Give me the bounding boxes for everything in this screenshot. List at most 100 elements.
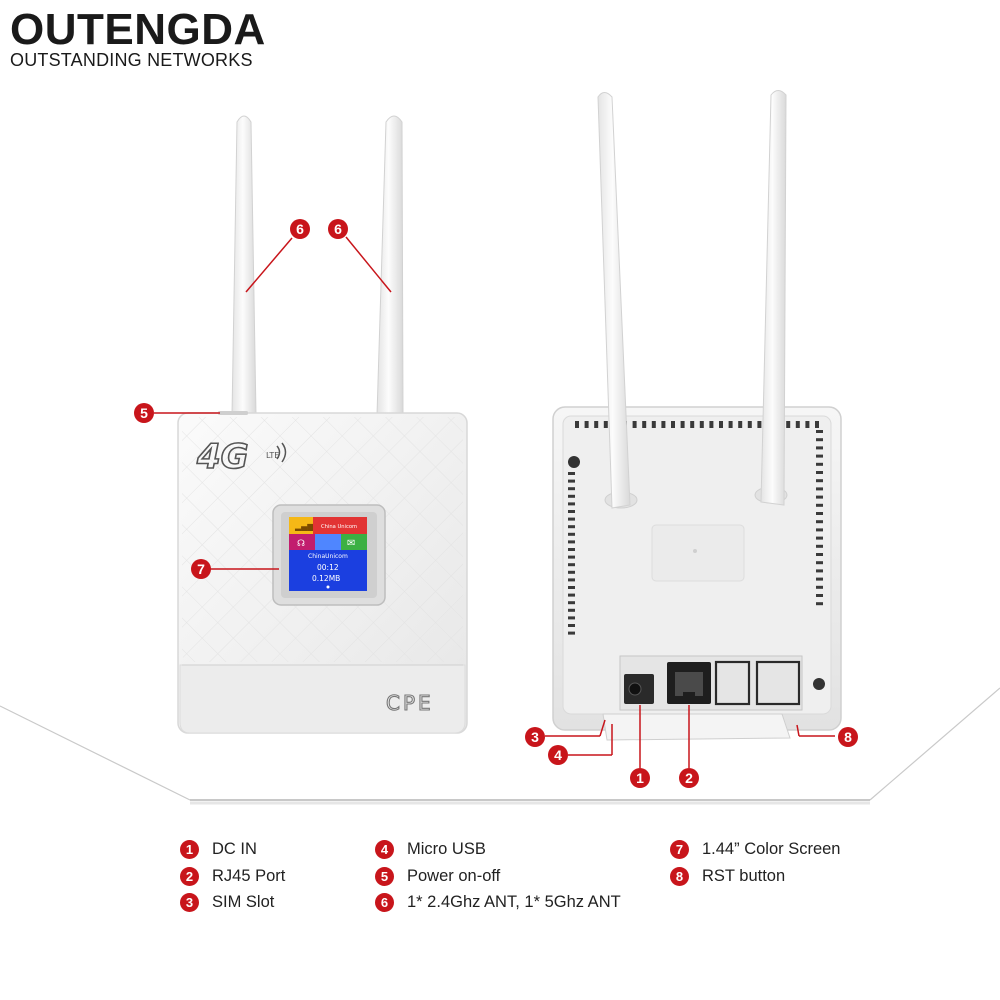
vent-slot (568, 472, 575, 475)
vent-slot (816, 512, 823, 515)
product-scene: 4G LTE CPE ▂▄▆ China Unicom ✉ ☊ ChinaUni… (0, 90, 1000, 805)
vent-slot (816, 520, 823, 524)
vent-slot (690, 421, 695, 428)
port-legend: 1 DC IN 2 RJ45 Port 3 SIM Slot 4 Micro U… (180, 838, 940, 928)
legend-label: Micro USB (407, 839, 486, 858)
vent-slot (568, 540, 575, 544)
legend-label: RJ45 Port (212, 866, 286, 885)
vent-slot (575, 421, 579, 428)
legend-label: RST button (702, 866, 786, 885)
vent-slot (816, 454, 823, 458)
vent-slot (816, 446, 823, 450)
legend-label: DC IN (212, 839, 257, 858)
front-router: 4G LTE CPE ▂▄▆ China Unicom ✉ ☊ ChinaUni… (177, 115, 468, 734)
vent-slot (816, 544, 823, 548)
callout-badge-8: 8 (838, 727, 858, 747)
back-antenna-left (597, 92, 631, 509)
vent-slot (816, 462, 823, 466)
legend-item-sim-slot: 3 SIM Slot (180, 891, 274, 913)
vent-slot (568, 601, 575, 605)
vent-slot (568, 593, 575, 597)
svg-text:6: 6 (334, 221, 342, 237)
vent-slot (815, 421, 819, 428)
svg-text:LTE: LTE (266, 451, 279, 460)
front-antenna-left (231, 115, 257, 416)
svg-text:▂▄▆: ▂▄▆ (294, 522, 314, 531)
vent-slot (568, 555, 575, 559)
legend-badge: 5 (375, 866, 394, 886)
vent-slot (568, 631, 575, 635)
front-4g-logo: 4G (196, 437, 249, 477)
vent-slot (661, 421, 666, 428)
vent-slot (816, 471, 823, 474)
svg-text:4: 4 (554, 747, 562, 763)
legend-label: 1* 2.4Ghz ANT, 1* 5Ghz ANT (407, 892, 621, 911)
brand-logo: OUTENGDA OUTSTANDING NETWORKS (10, 8, 266, 71)
callout-badge-7: 7 (191, 559, 211, 579)
vent-slot (594, 421, 599, 428)
callout-badge-4: 4 (548, 745, 568, 765)
legend-item-dc-in: 1 DC IN (180, 838, 257, 860)
vent-slot (568, 570, 575, 574)
vent-slot (568, 479, 575, 483)
svg-text:8: 8 (844, 729, 852, 745)
vent-slot (816, 594, 823, 597)
legend-badge: 6 (375, 892, 394, 912)
callout-badge-3: 3 (525, 727, 545, 747)
vent-slot (816, 438, 823, 442)
vent-slot (568, 525, 575, 529)
back-router (552, 90, 842, 741)
legend-item-rst-button: 8 RST button (670, 865, 785, 887)
legend-badge: 7 (670, 839, 689, 859)
vent-slot (816, 487, 823, 491)
vent-slot (757, 421, 762, 428)
brand-name: OUTENGDA (10, 5, 266, 54)
vent-slot (816, 528, 823, 532)
back-antenna-right (760, 90, 787, 506)
vent-slot (816, 536, 823, 540)
svg-text:6: 6 (296, 221, 304, 237)
vent-slot (816, 577, 823, 581)
vent-slot (680, 421, 685, 428)
vent-slot (584, 421, 589, 428)
callout-badge-6a: 6 (290, 219, 310, 239)
vent-slot (816, 585, 823, 589)
vent-slot (568, 578, 575, 582)
svg-text:5: 5 (140, 405, 148, 421)
vent-slot (568, 532, 575, 536)
blank-port-1 (714, 660, 751, 706)
svg-text:✉: ✉ (347, 538, 355, 549)
svg-text:☊: ☊ (297, 539, 305, 549)
legend-item-power: 5 Power on-off (375, 865, 500, 887)
legend-badge: 8 (670, 866, 689, 886)
legend-item-antennas: 6 1* 2.4Ghz ANT, 1* 5Ghz ANT (375, 891, 621, 913)
callout-badge-2: 2 (679, 768, 699, 788)
vent-slot (632, 421, 637, 428)
legend-label: Power on-off (407, 866, 501, 885)
vent-slot (568, 624, 575, 627)
svg-text:China Unicom: China Unicom (321, 524, 357, 530)
vent-slot (816, 561, 823, 565)
vent-slot (568, 586, 575, 589)
vent-slot (568, 548, 575, 551)
vent-slot (795, 421, 800, 428)
blank-port-2 (755, 660, 801, 706)
legend-badge: 2 (180, 866, 199, 886)
vent-slot (747, 421, 752, 428)
message-tile (341, 534, 367, 550)
vent-slot (568, 563, 575, 567)
callout-badge-6b: 6 (328, 219, 348, 239)
legend-badge: 3 (180, 892, 199, 912)
svg-text:ChinaUnicom: ChinaUnicom (308, 553, 348, 560)
vent-slot (805, 421, 810, 428)
front-cpe-label: CPE (386, 691, 434, 715)
vent-slot (816, 430, 823, 433)
signal-tile (289, 517, 313, 534)
vent-slot (568, 510, 575, 513)
vent-slot (816, 553, 823, 556)
vent-slot (728, 421, 733, 428)
vent-slot (671, 421, 675, 428)
callout-badge-1: 1 (630, 768, 650, 788)
legend-badge: 4 (375, 839, 394, 859)
legend-label: 1.44” Color Screen (702, 839, 841, 858)
